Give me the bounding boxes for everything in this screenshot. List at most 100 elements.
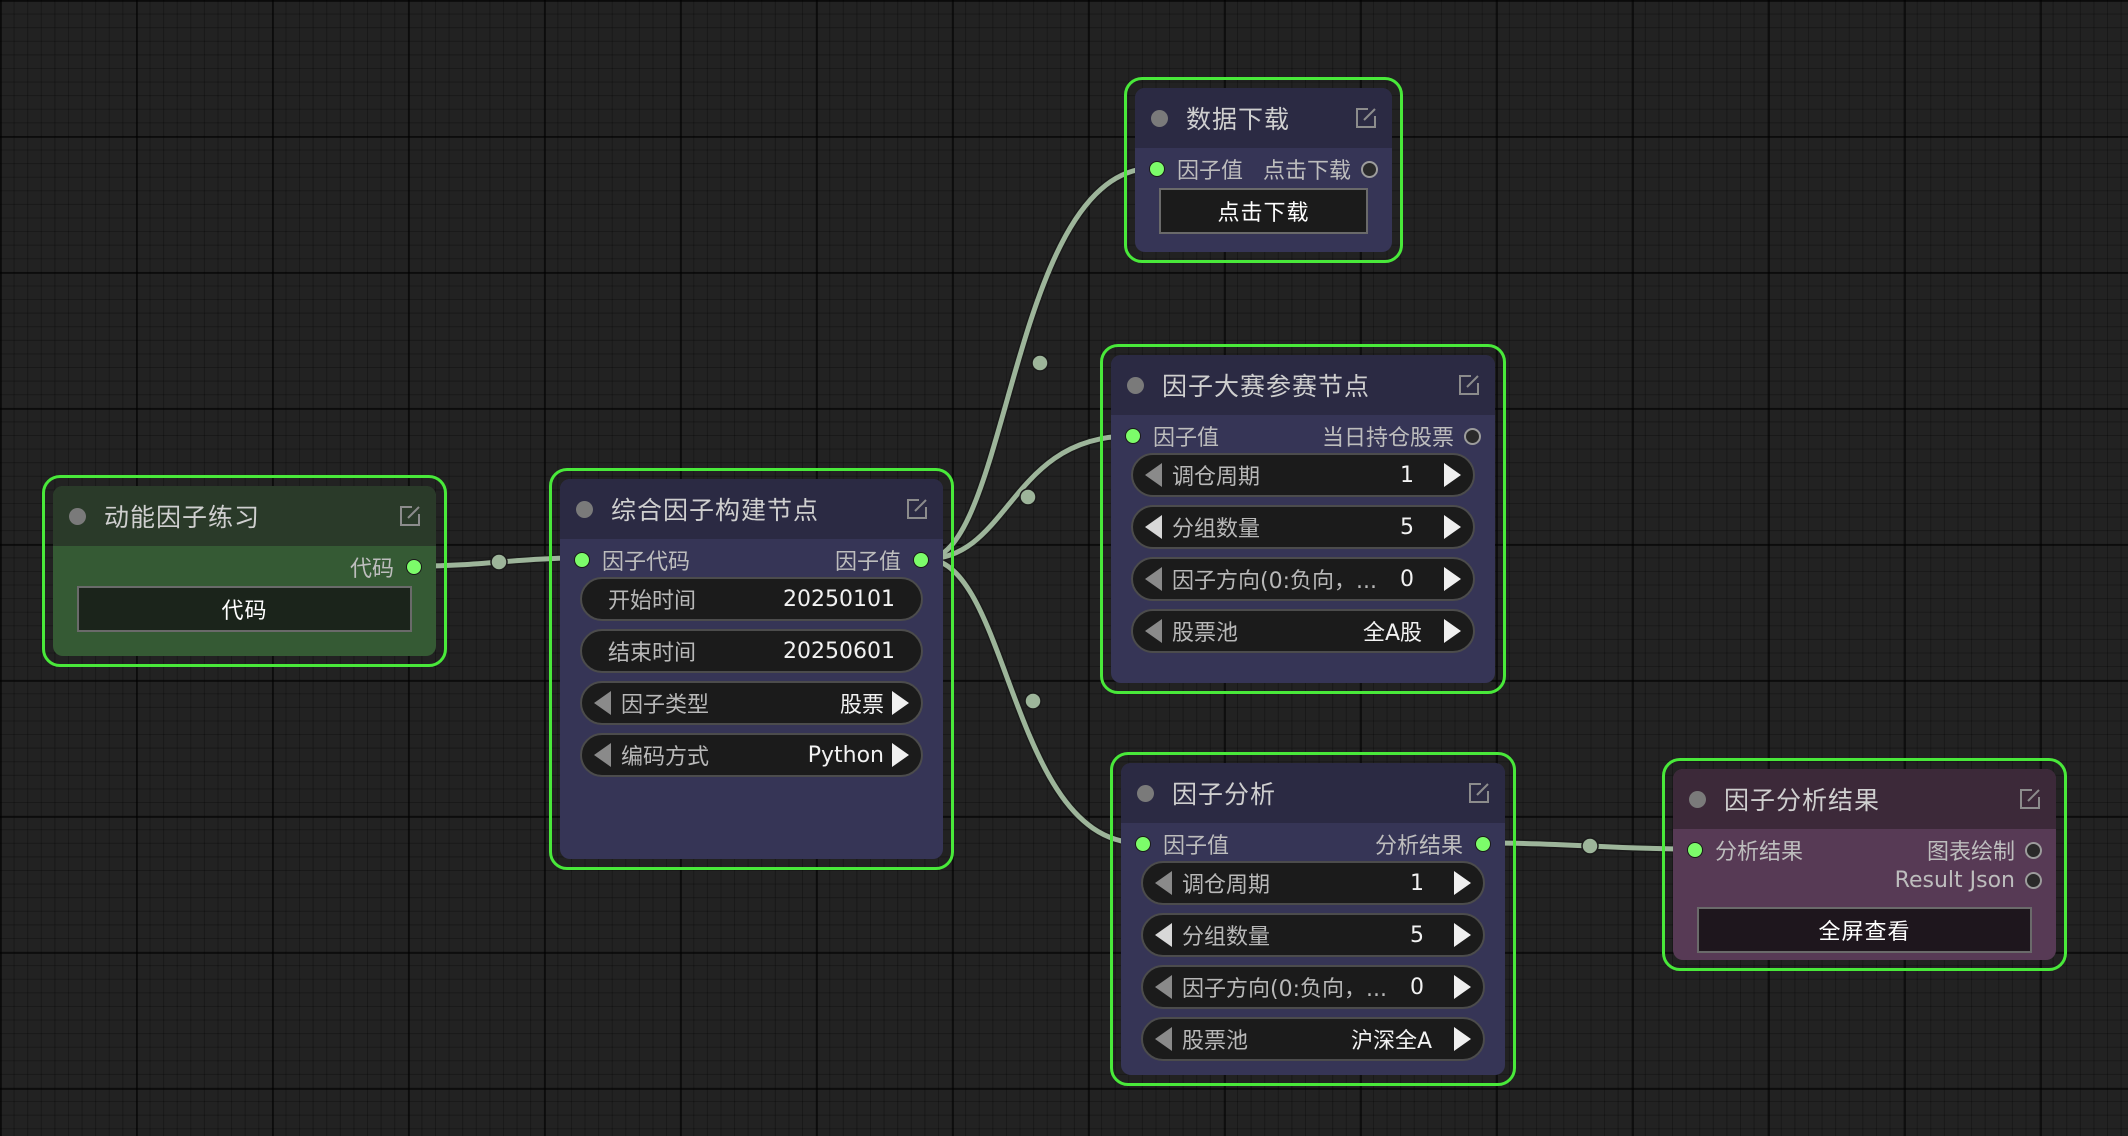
increment-arrow-icon[interactable] [1444, 515, 1461, 539]
increment-arrow-icon[interactable] [1454, 975, 1471, 999]
widget-label: 股票池 [1182, 1029, 1249, 1054]
decrement-arrow-icon[interactable] [1145, 515, 1162, 539]
node-title: 数据下载 [1186, 105, 1291, 134]
widget-value: 股票 [839, 693, 884, 718]
end-date-field[interactable]: 结束时间 20250601 [580, 629, 923, 673]
node-header[interactable]: 因子分析 [1121, 763, 1505, 823]
node-data-download[interactable]: 数据下载 因子值 点击下载 点击下载 [1124, 77, 1403, 263]
output-label: 因子值 [834, 550, 901, 575]
edit-icon[interactable] [398, 504, 422, 528]
code-button[interactable]: 代码 [77, 586, 412, 632]
group-count-stepper[interactable]: 分组数量 5 [1141, 913, 1485, 957]
node-header[interactable]: 因子大赛参赛节点 [1111, 355, 1495, 415]
edit-icon[interactable] [2018, 787, 2042, 811]
collapse-dot[interactable] [1151, 109, 1168, 127]
decrement-arrow-icon[interactable] [1155, 871, 1172, 895]
link-midpoint[interactable] [1031, 354, 1049, 372]
output-label: Result Json [1894, 868, 2015, 893]
link-builder-analysis[interactable] [923, 556, 1143, 846]
node-factor-analysis[interactable]: 因子分析 因子值 分析结果 调仓周期 1 分组数量 5 [1110, 752, 1516, 1086]
output-slot-dot[interactable] [2025, 872, 2042, 889]
decrement-arrow-icon[interactable] [594, 743, 611, 767]
fullscreen-button[interactable]: 全屏查看 [1697, 907, 2032, 953]
factor-type-combo[interactable]: 因子类型 股票 [580, 681, 923, 725]
output-slot-row: 代码 [53, 546, 436, 584]
increment-arrow-icon[interactable] [1454, 1027, 1471, 1051]
edit-icon[interactable] [1354, 106, 1378, 130]
increment-arrow-icon[interactable] [1444, 463, 1461, 487]
widget-label: 调仓周期 [1182, 873, 1271, 898]
decrement-arrow-icon[interactable] [594, 691, 611, 715]
input-label: 因子值 [1163, 834, 1230, 859]
input-slot-dot[interactable] [1149, 161, 1165, 177]
increment-arrow-icon[interactable] [1454, 923, 1471, 947]
output-slot-dot[interactable] [913, 552, 929, 568]
input-label: 因子代码 [602, 550, 691, 575]
collapse-dot[interactable] [1689, 790, 1706, 808]
link-builder-contest[interactable] [923, 433, 1133, 562]
output-label: 当日持仓股票 [1321, 426, 1454, 451]
output-slot-dot[interactable] [406, 559, 422, 575]
decrement-arrow-icon[interactable] [1145, 463, 1162, 487]
input-slot-dot[interactable] [1135, 836, 1151, 852]
output-slot-dot[interactable] [1361, 160, 1378, 178]
widget-label: 股票池 [1172, 621, 1239, 646]
output-slot-dot[interactable] [1464, 427, 1481, 445]
decrement-arrow-icon[interactable] [1155, 1027, 1172, 1051]
link-builder-download[interactable] [923, 165, 1157, 562]
input-slot-dot[interactable] [574, 552, 590, 568]
node-momentum-factor[interactable]: 动能因子练习 代码 代码 [42, 475, 447, 667]
increment-arrow-icon[interactable] [1444, 619, 1461, 643]
increment-arrow-icon[interactable] [892, 743, 909, 767]
increment-arrow-icon[interactable] [1444, 567, 1461, 591]
node-factor-builder[interactable]: 综合因子构建节点 因子代码 因子值 开始时间 20250101 结束时间 202… [549, 468, 954, 870]
widget-value: 沪深全A [1350, 1029, 1432, 1054]
collapse-dot[interactable] [69, 507, 86, 525]
link-midpoint[interactable] [1024, 692, 1042, 710]
node-title: 因子大赛参赛节点 [1162, 372, 1371, 401]
edit-icon[interactable] [1467, 781, 1491, 805]
increment-arrow-icon[interactable] [892, 691, 909, 715]
output-slot-dot[interactable] [1475, 836, 1491, 852]
node-header[interactable]: 数据下载 [1135, 88, 1392, 148]
encoding-combo[interactable]: 编码方式 Python [580, 733, 923, 777]
node-title: 动能因子练习 [104, 503, 261, 532]
decrement-arrow-icon[interactable] [1145, 619, 1162, 643]
edit-icon[interactable] [1457, 373, 1481, 397]
stock-pool-combo[interactable]: 股票池 沪深全A [1141, 1017, 1485, 1061]
widget-value: 0 [1400, 566, 1414, 592]
node-header[interactable]: 因子分析结果 [1673, 769, 2056, 829]
widget-label: 分组数量 [1172, 517, 1261, 542]
collapse-dot[interactable] [576, 500, 593, 518]
node-header[interactable]: 综合因子构建节点 [560, 479, 943, 539]
link-midpoint[interactable] [490, 553, 508, 571]
start-date-field[interactable]: 开始时间 20250101 [580, 577, 923, 621]
input-slot-dot[interactable] [1125, 428, 1141, 444]
button-label: 点击下载 [1217, 201, 1310, 226]
edit-icon[interactable] [905, 497, 929, 521]
collapse-dot[interactable] [1127, 376, 1144, 394]
slot-row: Result Json [1673, 867, 2056, 901]
factor-direction-stepper[interactable]: 因子方向(0:负向，... 0 [1131, 557, 1475, 601]
decrement-arrow-icon[interactable] [1155, 923, 1172, 947]
stock-pool-combo[interactable]: 股票池 全A股 [1131, 609, 1475, 653]
link-midpoint[interactable] [1019, 488, 1037, 506]
collapse-dot[interactable] [1137, 784, 1154, 802]
rebalance-period-stepper[interactable]: 调仓周期 1 [1141, 861, 1485, 905]
node-analysis-result[interactable]: 因子分析结果 分析结果 图表绘制 Result Json 全屏查看 [1662, 758, 2067, 971]
factor-direction-stepper[interactable]: 因子方向(0:负向，... 0 [1141, 965, 1485, 1009]
group-count-stepper[interactable]: 分组数量 5 [1131, 505, 1475, 549]
node-factor-contest[interactable]: 因子大赛参赛节点 因子值 当日持仓股票 调仓周期 1 分组数量 [1100, 344, 1506, 694]
rebalance-period-stepper[interactable]: 调仓周期 1 [1131, 453, 1475, 497]
node-header[interactable]: 动能因子练习 [53, 486, 436, 546]
decrement-arrow-icon[interactable] [1155, 975, 1172, 999]
output-slot-dot[interactable] [2025, 841, 2042, 859]
widget-label: 分组数量 [1182, 925, 1271, 950]
output-label: 图表绘制 [1926, 840, 2015, 865]
decrement-arrow-icon[interactable] [1145, 567, 1162, 591]
increment-arrow-icon[interactable] [1454, 871, 1471, 895]
download-button[interactable]: 点击下载 [1159, 188, 1368, 234]
input-slot-dot[interactable] [1687, 842, 1703, 858]
link-midpoint[interactable] [1581, 837, 1599, 855]
